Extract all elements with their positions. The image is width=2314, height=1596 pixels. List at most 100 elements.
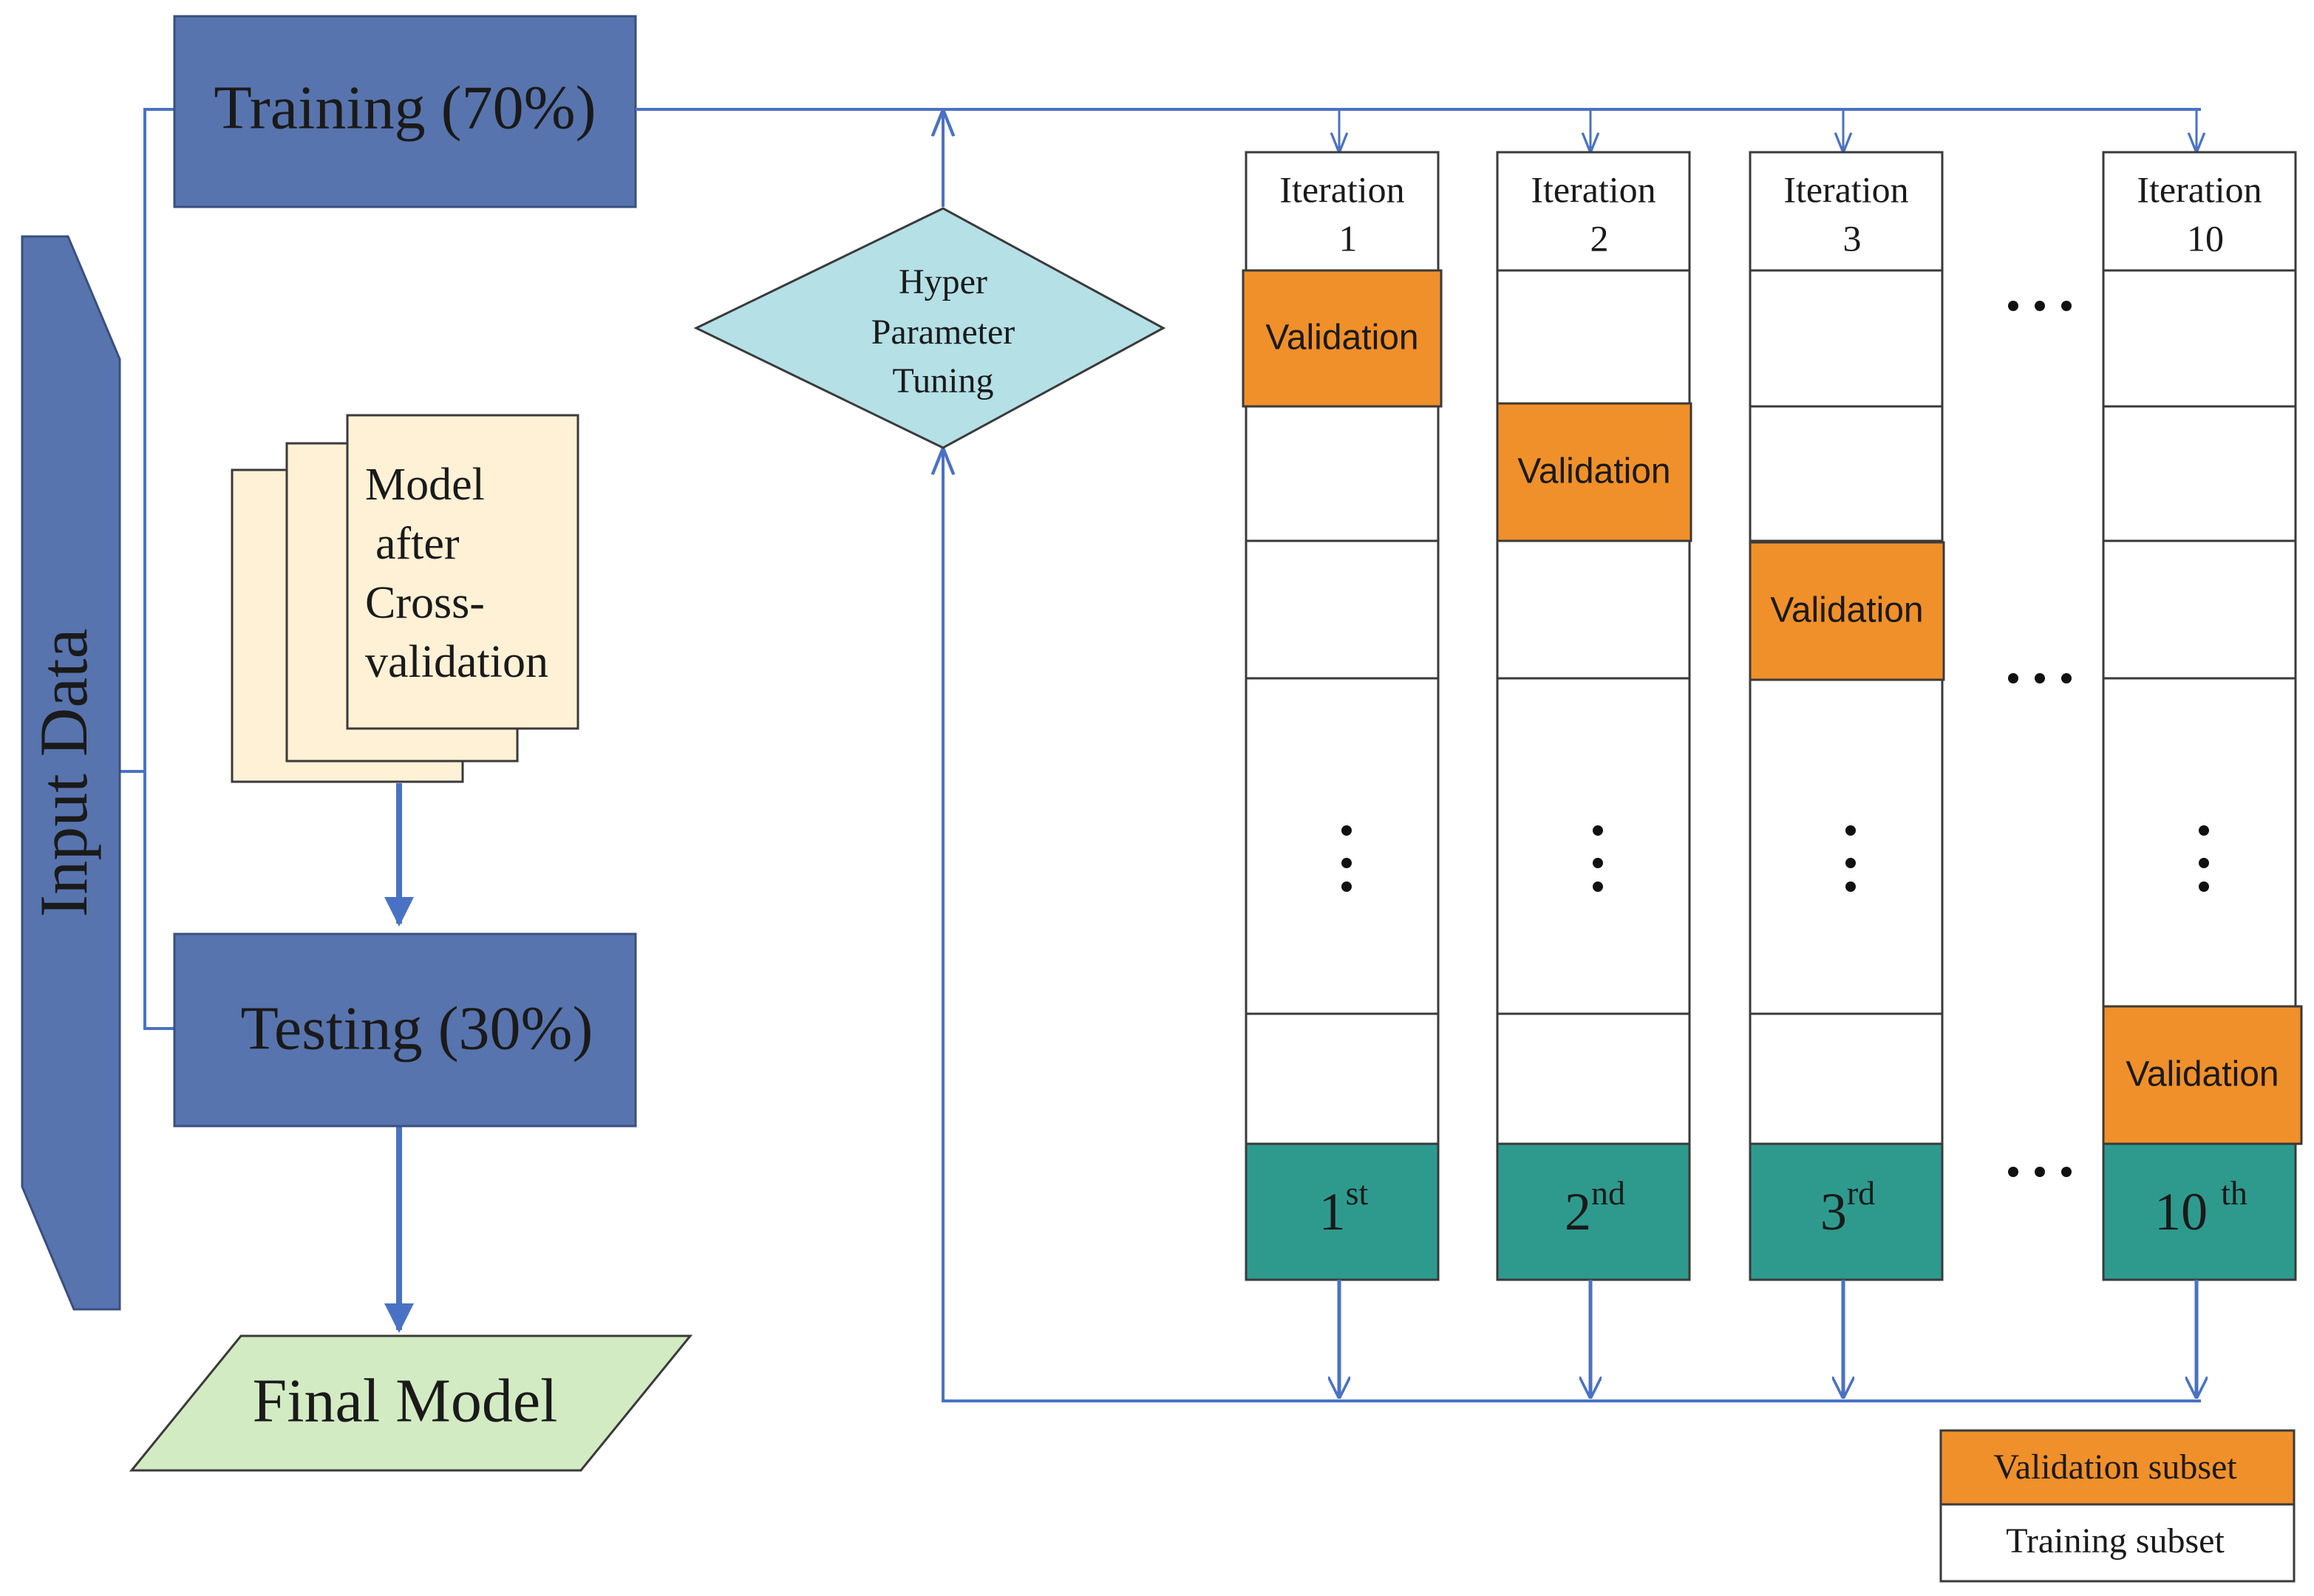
training-cell <box>1496 677 1691 1015</box>
fold-suffix: st <box>1346 1174 1369 1212</box>
training-cell <box>1245 1012 1440 1145</box>
training-cell <box>2102 405 2297 542</box>
training-cell <box>1496 269 1691 408</box>
testing-label: Testing (30%) <box>240 994 593 1063</box>
ellipsis-middle <box>2008 673 2072 683</box>
fold-label: 3rd <box>1820 1174 1875 1241</box>
final-model-block: Final Model <box>129 1334 693 1472</box>
training-cell <box>1245 405 1440 542</box>
training-cell <box>2102 539 2297 680</box>
iteration-number: 1 <box>1339 217 1358 259</box>
validation-label: Validation <box>2126 1055 2279 1094</box>
hyper-line-1: Hyper <box>899 262 987 301</box>
legend-validation-swatch <box>1939 1429 2296 1506</box>
input-to-testing-line <box>143 771 174 1030</box>
validation-highlight <box>2102 1005 2303 1145</box>
ellipsis-bottom <box>2008 1167 2072 1177</box>
iteration-header-cell <box>1245 151 1440 272</box>
fold-number: 1 <box>1319 1182 1346 1241</box>
fold-suffix: nd <box>1591 1174 1625 1212</box>
row-ellipsis-dot <box>1341 858 1352 868</box>
fold-suffix: th <box>2221 1174 2247 1212</box>
input-data-label: Input Data <box>26 629 101 918</box>
input-connectors <box>120 108 174 1030</box>
row-ellipsis-dot <box>1593 858 1603 868</box>
legend-training-swatch <box>1939 1503 2296 1583</box>
training-cell <box>2102 269 2297 408</box>
hyper-parameter-tuning: Hyper Parameter Tuning <box>693 207 1166 449</box>
row-ellipsis-dot <box>1593 825 1603 836</box>
fold-label: 10 th <box>2154 1174 2247 1241</box>
iteration-number: 2 <box>1590 217 1609 259</box>
input-data-block: Input Data <box>21 235 121 1311</box>
training-cell <box>1749 1012 1944 1145</box>
row-ellipsis-dot <box>1845 825 1856 836</box>
validation-highlight <box>1749 541 1945 681</box>
iteration-header-cell <box>1749 151 1944 272</box>
iteration-title: Iteration <box>2137 168 2262 210</box>
training-box: Training (70%) <box>173 15 637 208</box>
row-ellipsis-dot <box>2199 881 2209 892</box>
row-ellipsis-dot <box>1341 881 1352 892</box>
iteration-number: 10 <box>2187 217 2224 259</box>
training-cell <box>1245 539 1440 680</box>
training-cell <box>1496 539 1691 680</box>
model-doc-line-4: validation <box>365 637 548 687</box>
validation-label: Validation <box>1770 591 1923 630</box>
row-ellipsis-dot <box>1845 858 1856 868</box>
fold-result-box <box>1496 1142 1691 1281</box>
ellipsis-top <box>2008 301 2072 311</box>
validation-label: Validation <box>1517 452 1670 491</box>
training-cell <box>1749 269 1944 408</box>
fold-number: 2 <box>1565 1182 1591 1241</box>
training-cell <box>1245 677 1440 1015</box>
iteration-title: Iteration <box>1531 168 1655 210</box>
validation-highlight <box>1496 402 1692 542</box>
row-ellipsis-dot <box>1341 825 1352 836</box>
row-ellipsis-dot <box>1845 881 1856 892</box>
training-label: Training (70%) <box>214 73 596 142</box>
iteration-title: Iteration <box>1279 168 1404 210</box>
fold-number: 3 <box>1820 1182 1847 1241</box>
iterations-layer: Iteration1Validation1stIteration2Validat… <box>1242 109 2303 1396</box>
final-model-label: Final Model <box>253 1366 558 1435</box>
legend-training-label: Training subset <box>2006 1521 2225 1561</box>
training-cell <box>1749 677 1944 1015</box>
row-ellipsis-dot <box>2199 858 2209 868</box>
fold-label: 1st <box>1319 1174 1369 1241</box>
hyper-line-2: Parameter <box>871 313 1015 352</box>
iteration-header-cell <box>1496 151 1691 272</box>
fold-result-box <box>1245 1142 1440 1281</box>
training-cell <box>2102 677 2297 1015</box>
column-ellipsis <box>2008 301 2072 1177</box>
fold-result-box <box>1749 1142 1944 1281</box>
fold-suffix: rd <box>1847 1174 1875 1212</box>
row-ellipsis-dot <box>2199 825 2209 836</box>
iteration-title: Iteration <box>1783 168 1908 210</box>
fold-number: 10 <box>2154 1182 2221 1241</box>
legend-validation-label: Validation subset <box>1993 1447 2237 1487</box>
training-cell <box>1749 405 1944 542</box>
hyper-line-3: Tuning <box>893 361 994 400</box>
validation-label: Validation <box>1265 318 1418 358</box>
validation-highlight <box>1242 269 1443 408</box>
model-doc-line-3: Cross- <box>365 578 485 628</box>
cv-connectors <box>636 108 2201 1402</box>
fold-label: 2nd <box>1565 1174 1625 1241</box>
legend: Validation subset Training subset <box>1939 1429 2296 1583</box>
model-document-stack: Model after Cross- validation <box>231 414 579 783</box>
iteration-number: 3 <box>1843 217 1862 259</box>
training-cell <box>1496 1012 1691 1145</box>
model-doc-line-2: after <box>375 519 460 569</box>
feedback-loop-line <box>942 455 2201 1402</box>
testing-box: Testing (30%) <box>173 932 637 1128</box>
fold-result-box <box>2102 1142 2297 1281</box>
model-doc-line-1: Model <box>365 460 485 510</box>
input-to-training-line <box>120 108 174 773</box>
row-ellipsis-dot <box>1593 881 1603 892</box>
